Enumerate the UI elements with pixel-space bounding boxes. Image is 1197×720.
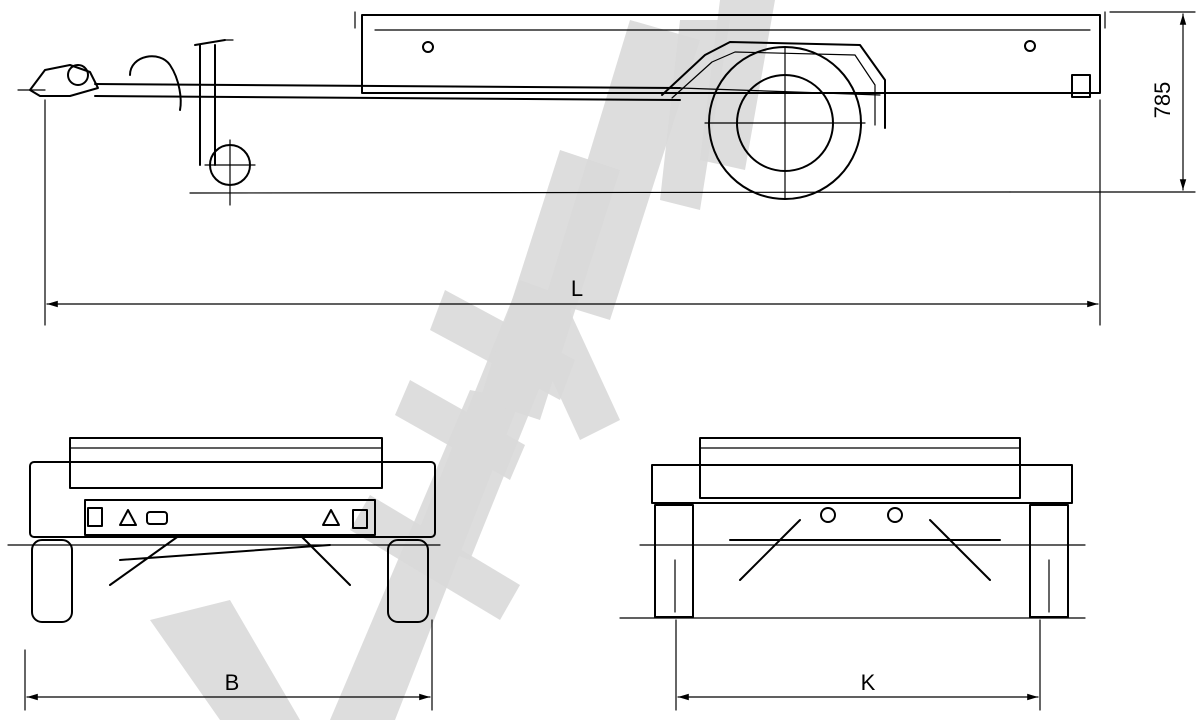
ground-line	[189, 191, 1011, 194]
cargo-box	[361, 14, 1101, 94]
front-wheel-right	[1029, 504, 1069, 618]
reflector-left	[119, 509, 137, 526]
cable	[129, 55, 182, 111]
height-label: 785	[1150, 82, 1175, 119]
rear-fenders	[29, 461, 436, 538]
rear-view	[7, 437, 441, 711]
track-label: K	[861, 670, 876, 695]
rear-wheel-left	[31, 539, 73, 623]
watermark	[150, 0, 775, 720]
side-view	[17, 11, 1106, 206]
front-fenders	[651, 464, 1073, 504]
width-label: B	[225, 670, 240, 695]
length-dimension	[44, 99, 1101, 326]
rear-wheel-right	[387, 539, 429, 623]
coupling-head	[29, 64, 99, 97]
fender	[661, 41, 886, 129]
height-dimension	[1009, 11, 1196, 193]
front-wheel-left	[654, 504, 694, 618]
front-view	[619, 437, 1086, 711]
front-box	[699, 437, 1021, 499]
reflector-right	[322, 509, 340, 526]
side-bolt-left	[422, 41, 434, 53]
side-bolt-right	[1024, 40, 1036, 52]
length-label: L	[571, 276, 583, 301]
